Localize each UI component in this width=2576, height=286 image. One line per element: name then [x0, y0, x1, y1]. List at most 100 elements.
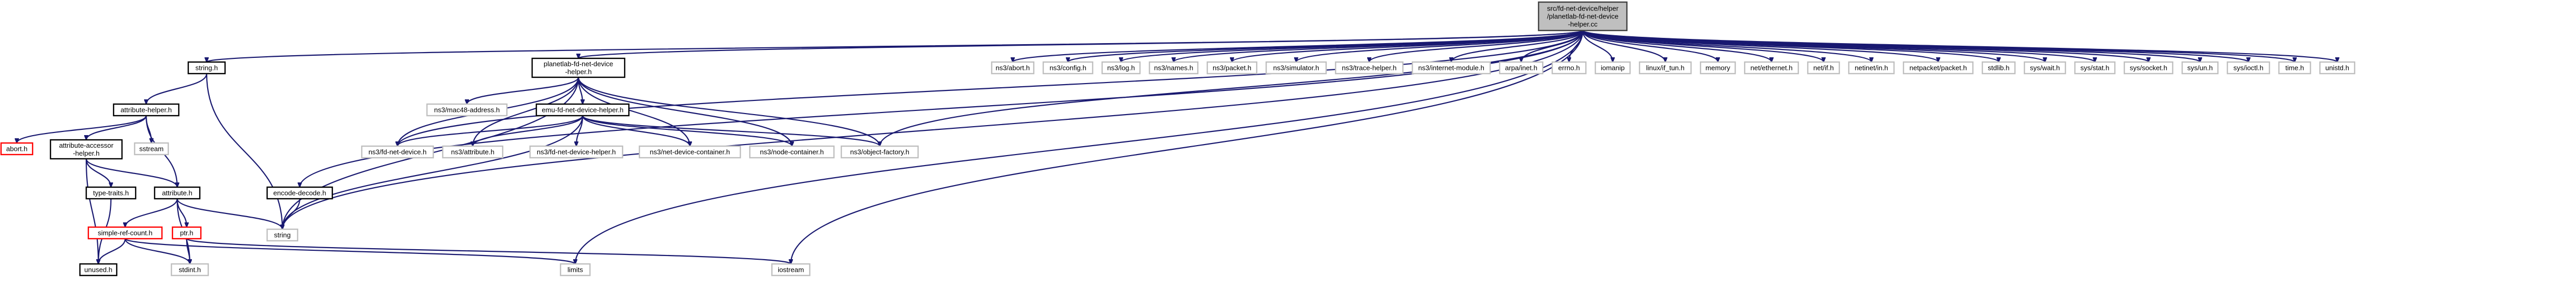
node-label: memory — [1706, 64, 1730, 72]
node-ns3-abort-h: ns3/abort.h — [991, 61, 1035, 75]
node-simple-ref-count-h[interactable]: simple-ref-count.h — [87, 226, 163, 240]
node-ptr-h[interactable]: ptr.h — [171, 226, 202, 240]
node-label: stdint.h — [179, 266, 201, 274]
edge-attribute_accessor_helper_h-to-attribute_h — [85, 158, 177, 187]
node-label: ns3/object-factory.h — [850, 148, 909, 156]
node-label: linux/if_tun.h — [1646, 64, 1685, 72]
node-box — [529, 145, 624, 159]
node-box — [426, 103, 508, 117]
node-box — [2023, 61, 2066, 75]
node-label: ns3/names.h — [1154, 64, 1193, 72]
node-label: unused.h — [84, 266, 113, 274]
node-net-ethernet-h: net/ethernet.h — [1744, 61, 1799, 75]
node-ns3-mac48-address-h: ns3/mac48-address.h — [426, 103, 508, 117]
node-planetlab-helper-h[interactable]: planetlab-fd-net-device-helper.h — [531, 57, 626, 78]
node-attribute-accessor-helper-h[interactable]: attribute-accessor-helper.h — [49, 139, 123, 160]
node-string-h[interactable]: string.h — [187, 61, 226, 75]
edge-planetlab_helper_h-to-ns3_net_device_container_h — [577, 77, 690, 146]
node-attribute-h[interactable]: attribute.h — [154, 186, 201, 200]
node-box — [2123, 61, 2174, 75]
edge-root-to-memory — [1582, 30, 1718, 62]
edge-planetlab_helper_h-to-ns3_attribute_h — [473, 77, 579, 146]
node-attribute-helper-h[interactable]: attribute-helper.h — [113, 103, 180, 117]
node-root[interactable]: src/fd-net-device/helper/planetlab-fd-ne… — [1538, 1, 1628, 32]
node-label: iostream — [778, 266, 804, 274]
edge-emu_helper_h-to-ns3_node_container_h — [582, 115, 792, 146]
edge-root-to-iostream — [791, 30, 1584, 264]
node-box — [638, 145, 741, 159]
node-label: ns3/node-container.h — [760, 148, 823, 156]
node-label: ns3/attribute.h — [451, 148, 494, 156]
node-label: ptr.h — [180, 229, 193, 237]
node-label: ns3/packet.h — [1213, 64, 1251, 72]
node-abort-h[interactable]: abort.h — [0, 142, 34, 156]
node-label: -helper.cc — [1568, 21, 1598, 28]
node-box — [266, 186, 333, 200]
node-linux-if-tun-h: linux/if_tun.h — [1638, 61, 1692, 75]
node-type-traits-h[interactable]: type-traits.h — [85, 186, 137, 200]
node-label: sys/ioctl.h — [2233, 64, 2263, 72]
edge-string_h-to-string — [206, 73, 282, 229]
node-stdint-h: stdint.h — [170, 263, 209, 277]
node-box — [991, 61, 1035, 75]
node-box — [87, 226, 163, 240]
node-label: netpacket/packet.h — [1909, 64, 1967, 72]
node-sys-un-h: sys/un.h — [2181, 61, 2219, 75]
node-ns3-names-h: ns3/names.h — [1148, 61, 1199, 75]
node-encode-decode-h[interactable]: encode-decode.h — [266, 186, 333, 200]
node-box — [85, 186, 137, 200]
node-box — [1042, 61, 1094, 75]
node-box — [134, 142, 169, 156]
nodes-layer: src/fd-net-device/helper/planetlab-fd-ne… — [0, 1, 2356, 277]
node-label: sys/socket.h — [2130, 64, 2167, 72]
node-box — [1744, 61, 1799, 75]
node-label: netinet/in.h — [1855, 64, 1888, 72]
node-box — [535, 103, 630, 117]
edge-emu_helper_h-to-string — [282, 115, 584, 229]
node-label: ns3/net-device-container.h — [650, 148, 730, 156]
edge-root-to-sys_socket_h — [1582, 29, 2149, 62]
edge-ptr_h-to-stdint_h — [186, 238, 190, 264]
node-box — [771, 263, 811, 277]
node-ns3-object-factory-h: ns3/object-factory.h — [840, 145, 919, 159]
edge-string_h-to-attribute_helper_h — [146, 73, 208, 104]
node-ns3-fd-net-device-h: ns3/fd-net-device.h — [361, 145, 434, 159]
node-box — [79, 263, 118, 277]
node-memory: memory — [1699, 61, 1736, 75]
node-box — [1638, 61, 1692, 75]
edge-attribute_helper_h-to-sstream — [145, 115, 151, 143]
node-box — [0, 142, 34, 156]
node-emu-helper-h[interactable]: emu-fd-net-device-helper.h — [535, 103, 630, 117]
node-box — [1848, 61, 1895, 75]
edge-simple_ref_count_h-to-unused_h — [98, 238, 126, 264]
node-box — [1594, 61, 1631, 75]
node-label: ns3/internet-module.h — [1418, 64, 1484, 72]
edge-attribute_helper_h-to-attribute_accessor_helper_h — [86, 115, 147, 140]
node-box — [1101, 61, 1141, 75]
node-label: src/fd-net-device/helper — [1547, 5, 1619, 13]
node-time-h: time.h — [2278, 61, 2312, 75]
node-label: attribute-accessor — [59, 141, 114, 149]
node-box — [170, 263, 209, 277]
edge-simple_ref_count_h-to-stdint_h — [124, 238, 190, 264]
node-unistd-h: unistd.h — [2319, 61, 2356, 75]
node-unused-h[interactable]: unused.h — [79, 263, 118, 277]
edge-root-to-ns3_config_h — [1068, 29, 1584, 62]
node-sys-wait-h: sys/wait.h — [2023, 61, 2066, 75]
edge-attribute_h-to-string — [176, 198, 282, 229]
edge-emu_helper_h-to-ns3_fd_net_device_h — [398, 115, 584, 146]
node-box — [531, 57, 626, 78]
node-label: planetlab-fd-net-device — [544, 60, 613, 68]
edge-emu_helper_h-to-ns3_net_device_container_h — [582, 115, 690, 146]
node-box — [1807, 61, 1840, 75]
edge-root-to-linux_if_tun_h — [1582, 30, 1665, 62]
node-label: ns3/fd-net-device-helper.h — [537, 148, 616, 156]
node-sys-socket-h: sys/socket.h — [2123, 61, 2174, 75]
node-label: abort.h — [6, 145, 27, 153]
node-box — [1538, 1, 1628, 32]
node-label: emu-fd-net-device-helper.h — [542, 106, 623, 114]
node-box — [154, 186, 201, 200]
node-ns3-config-h: ns3/config.h — [1042, 61, 1094, 75]
node-ns3-simulator-h: ns3/simulator.h — [1265, 61, 1327, 75]
node-label: attribute.h — [162, 189, 192, 197]
